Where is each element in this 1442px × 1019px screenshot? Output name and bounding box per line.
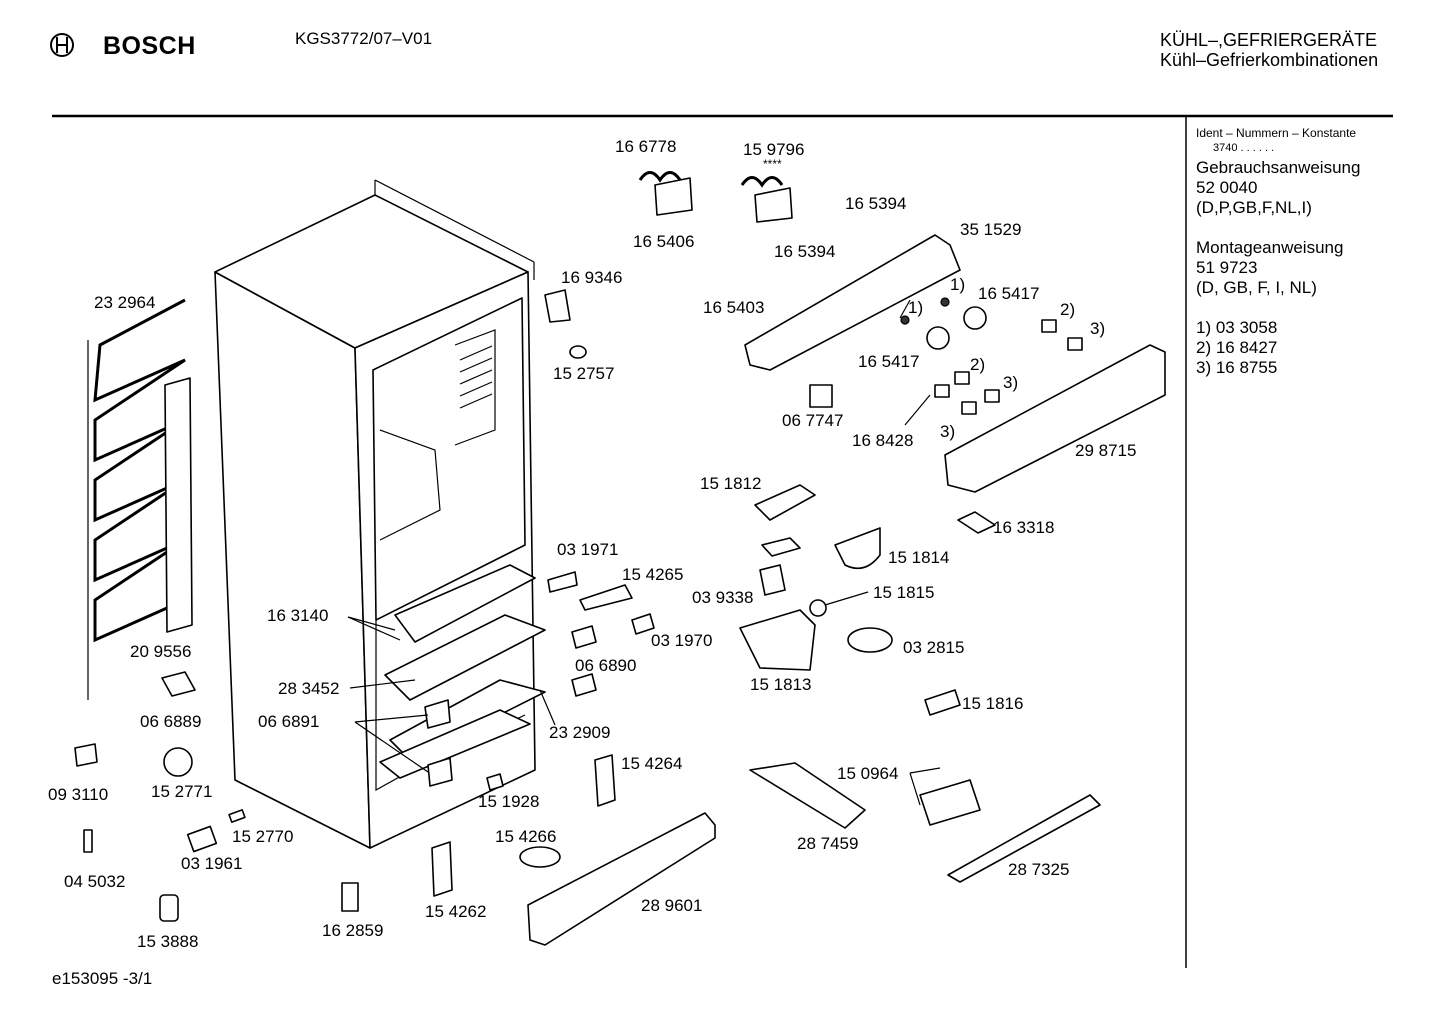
part-label: 15 1928 — [478, 792, 540, 811]
part-label: 15 1814 — [888, 548, 950, 567]
part-label: 16 8428 — [852, 431, 914, 450]
mount-languages: (D, GB, F, I, NL) — [1196, 278, 1317, 297]
condenser-coil — [87, 298, 186, 700]
part-label: 28 7325 — [1008, 860, 1070, 879]
ident-title: Ident – Nummern – Konstante — [1196, 126, 1357, 140]
mount-number: 51 9723 — [1196, 258, 1258, 277]
part-label: 15 1813 — [750, 675, 812, 694]
footnote-marker: 3) — [940, 422, 956, 441]
part-label: 15 4265 — [622, 565, 684, 584]
part-label: 16 5394 — [774, 242, 836, 261]
part-label: 20 9556 — [130, 642, 192, 661]
part-label: 15 1812 — [700, 474, 762, 493]
part-label: 04 5032 — [64, 872, 126, 891]
part-label: 03 9338 — [692, 588, 754, 607]
part-label: 15 4264 — [621, 754, 683, 773]
part-label: 06 6889 — [140, 712, 202, 731]
footnote-marker: 3) — [1003, 373, 1019, 392]
part-label: 06 7747 — [782, 411, 844, 430]
part-label: 16 2859 — [322, 921, 384, 940]
part-label: 16 5417 — [858, 352, 920, 371]
category-title: KÜHL–,GEFRIERGERÄTE — [1160, 30, 1378, 50]
part-label: 15 4266 — [495, 827, 557, 846]
part-label: 28 3452 — [278, 679, 340, 698]
model-number: KGS3772/07–V01 — [295, 29, 433, 48]
footnote-marker: 2) — [970, 355, 986, 374]
footnote-marker: 1) — [908, 298, 924, 317]
part-label: 16 5403 — [703, 298, 765, 317]
footnote-1: 1) 03 3058 — [1196, 318, 1278, 337]
part-label: 15 2771 — [151, 782, 213, 801]
part-label: 15 9796 — [743, 140, 805, 159]
part-label: 15 2770 — [232, 827, 294, 846]
footnote-3: 3) 16 8755 — [1196, 358, 1278, 377]
shelves — [379, 564, 546, 779]
control-panel-part — [944, 344, 1166, 493]
manual-number: 52 0040 — [1196, 178, 1258, 197]
small-parts — [74, 289, 1083, 922]
part-label: 15 0964 — [837, 764, 899, 783]
footnote-marker: 1) — [950, 275, 966, 294]
part-label: 29 8715 — [1075, 441, 1137, 460]
footnote-2: 2) 16 8427 — [1196, 338, 1278, 357]
part-label: 03 1961 — [181, 854, 243, 873]
part-label: 15 3888 — [137, 932, 199, 951]
drawing-id: e153095 -3/1 — [52, 969, 153, 988]
part-label: 03 1971 — [557, 540, 619, 559]
part-label: 03 1970 — [651, 631, 713, 650]
part-label: 35 1529 — [960, 220, 1022, 239]
footnote-marker: 3) — [1090, 319, 1106, 338]
manual-languages: (D,P,GB,F,NL,I) — [1196, 198, 1312, 217]
bosch-logo-icon — [50, 33, 74, 57]
ident-value: 3740 . . . . . . — [1213, 142, 1275, 154]
part-label: 23 2964 — [94, 293, 156, 312]
mount-title: Montageanweisung — [1196, 238, 1344, 257]
part-label: 16 5406 — [633, 232, 695, 251]
vertical-channel-part — [164, 377, 193, 633]
part-label: 16 9346 — [561, 268, 623, 287]
cabinet-body — [214, 179, 536, 849]
part-label: 15 1815 — [873, 583, 935, 602]
part-label: 28 9601 — [641, 896, 703, 915]
part-label: 16 5417 — [978, 284, 1040, 303]
part-label: 06 6891 — [258, 712, 320, 731]
bottom-strips — [527, 762, 1101, 946]
part-label: 16 5394 — [845, 194, 907, 213]
part-label: 15 4262 — [425, 902, 487, 921]
thermostat-parts — [638, 171, 793, 223]
part-label: 16 3140 — [267, 606, 329, 625]
part-label: 23 2909 — [549, 723, 611, 742]
part-label: 09 3110 — [48, 785, 109, 804]
part-label: 06 6890 — [575, 656, 637, 675]
leader-lines — [347, 299, 941, 806]
part-label: 16 6778 — [615, 137, 677, 156]
part-marker: **** — [763, 157, 782, 171]
part-label: 15 1816 — [962, 694, 1024, 713]
brand-name: BOSCH — [103, 32, 196, 60]
footnote-marker: 2) — [1060, 300, 1076, 319]
control-housing-part — [744, 234, 961, 371]
part-label: 03 2815 — [903, 638, 965, 657]
part-label: 28 7459 — [797, 834, 859, 853]
part-label: 16 3318 — [993, 518, 1055, 537]
manual-title: Gebrauchsanweisung — [1196, 158, 1361, 177]
category-subtitle: Kühl–Gefrierkombinationen — [1160, 50, 1379, 70]
part-label: 15 2757 — [553, 364, 615, 383]
